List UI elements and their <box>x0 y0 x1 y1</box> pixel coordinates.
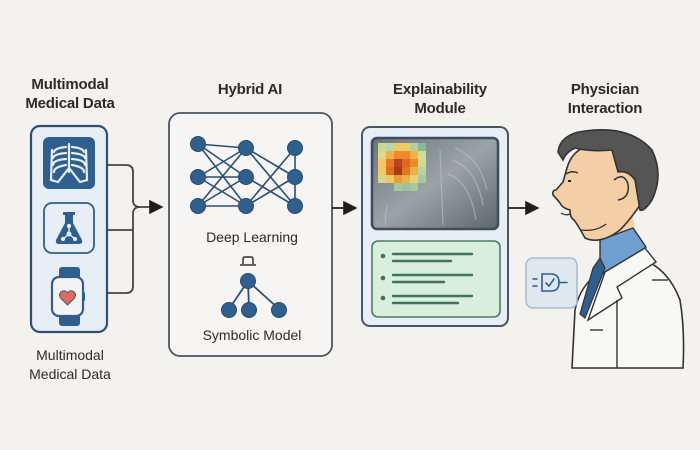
physician-title-line1: Physician <box>570 81 640 98</box>
physician-icon <box>552 129 685 369</box>
smartwatch-heart-icon <box>50 267 85 326</box>
deep-learning-label: Deep Learning <box>206 229 298 245</box>
data-stage-title: Multimodal Medical Data <box>0 75 140 113</box>
neural-network-icon <box>190 136 303 214</box>
explain-title-line2: Module <box>414 100 466 117</box>
data-merge-connector <box>107 164 164 294</box>
symbolic-model-label: Symbolic Model <box>202 327 302 343</box>
explainability-panel <box>361 126 509 327</box>
physician-stage-title: Physician Interaction <box>540 80 670 118</box>
data-stage-caption: Multimodal Medical Data <box>0 346 140 384</box>
data-title-line2: Medical Data <box>25 95 115 112</box>
text-list-icon <box>371 240 501 318</box>
heatmap-xray-icon <box>370 136 500 231</box>
heatmap-overlay <box>378 143 426 191</box>
tree-graph-icon <box>221 273 287 318</box>
explain-stage-title: Explainability Module <box>355 80 525 118</box>
chest-xray-icon <box>43 137 95 189</box>
lab-flask-icon <box>43 202 95 254</box>
hybrid-stage-title: Hybrid AI <box>217 81 283 98</box>
explain-title-line1: Explainability <box>393 81 487 98</box>
data-caption-line2: Medical Data <box>29 366 111 382</box>
data-caption-line1: Multimodal <box>36 347 104 363</box>
data-panel <box>29 124 109 334</box>
link-connector-icon <box>240 256 256 266</box>
physician-title-line2: Interaction <box>567 100 643 117</box>
data-title-line1: Multimodal <box>31 76 109 93</box>
hybrid-ai-panel <box>168 112 333 357</box>
approve-gate-icon[interactable] <box>525 257 578 309</box>
